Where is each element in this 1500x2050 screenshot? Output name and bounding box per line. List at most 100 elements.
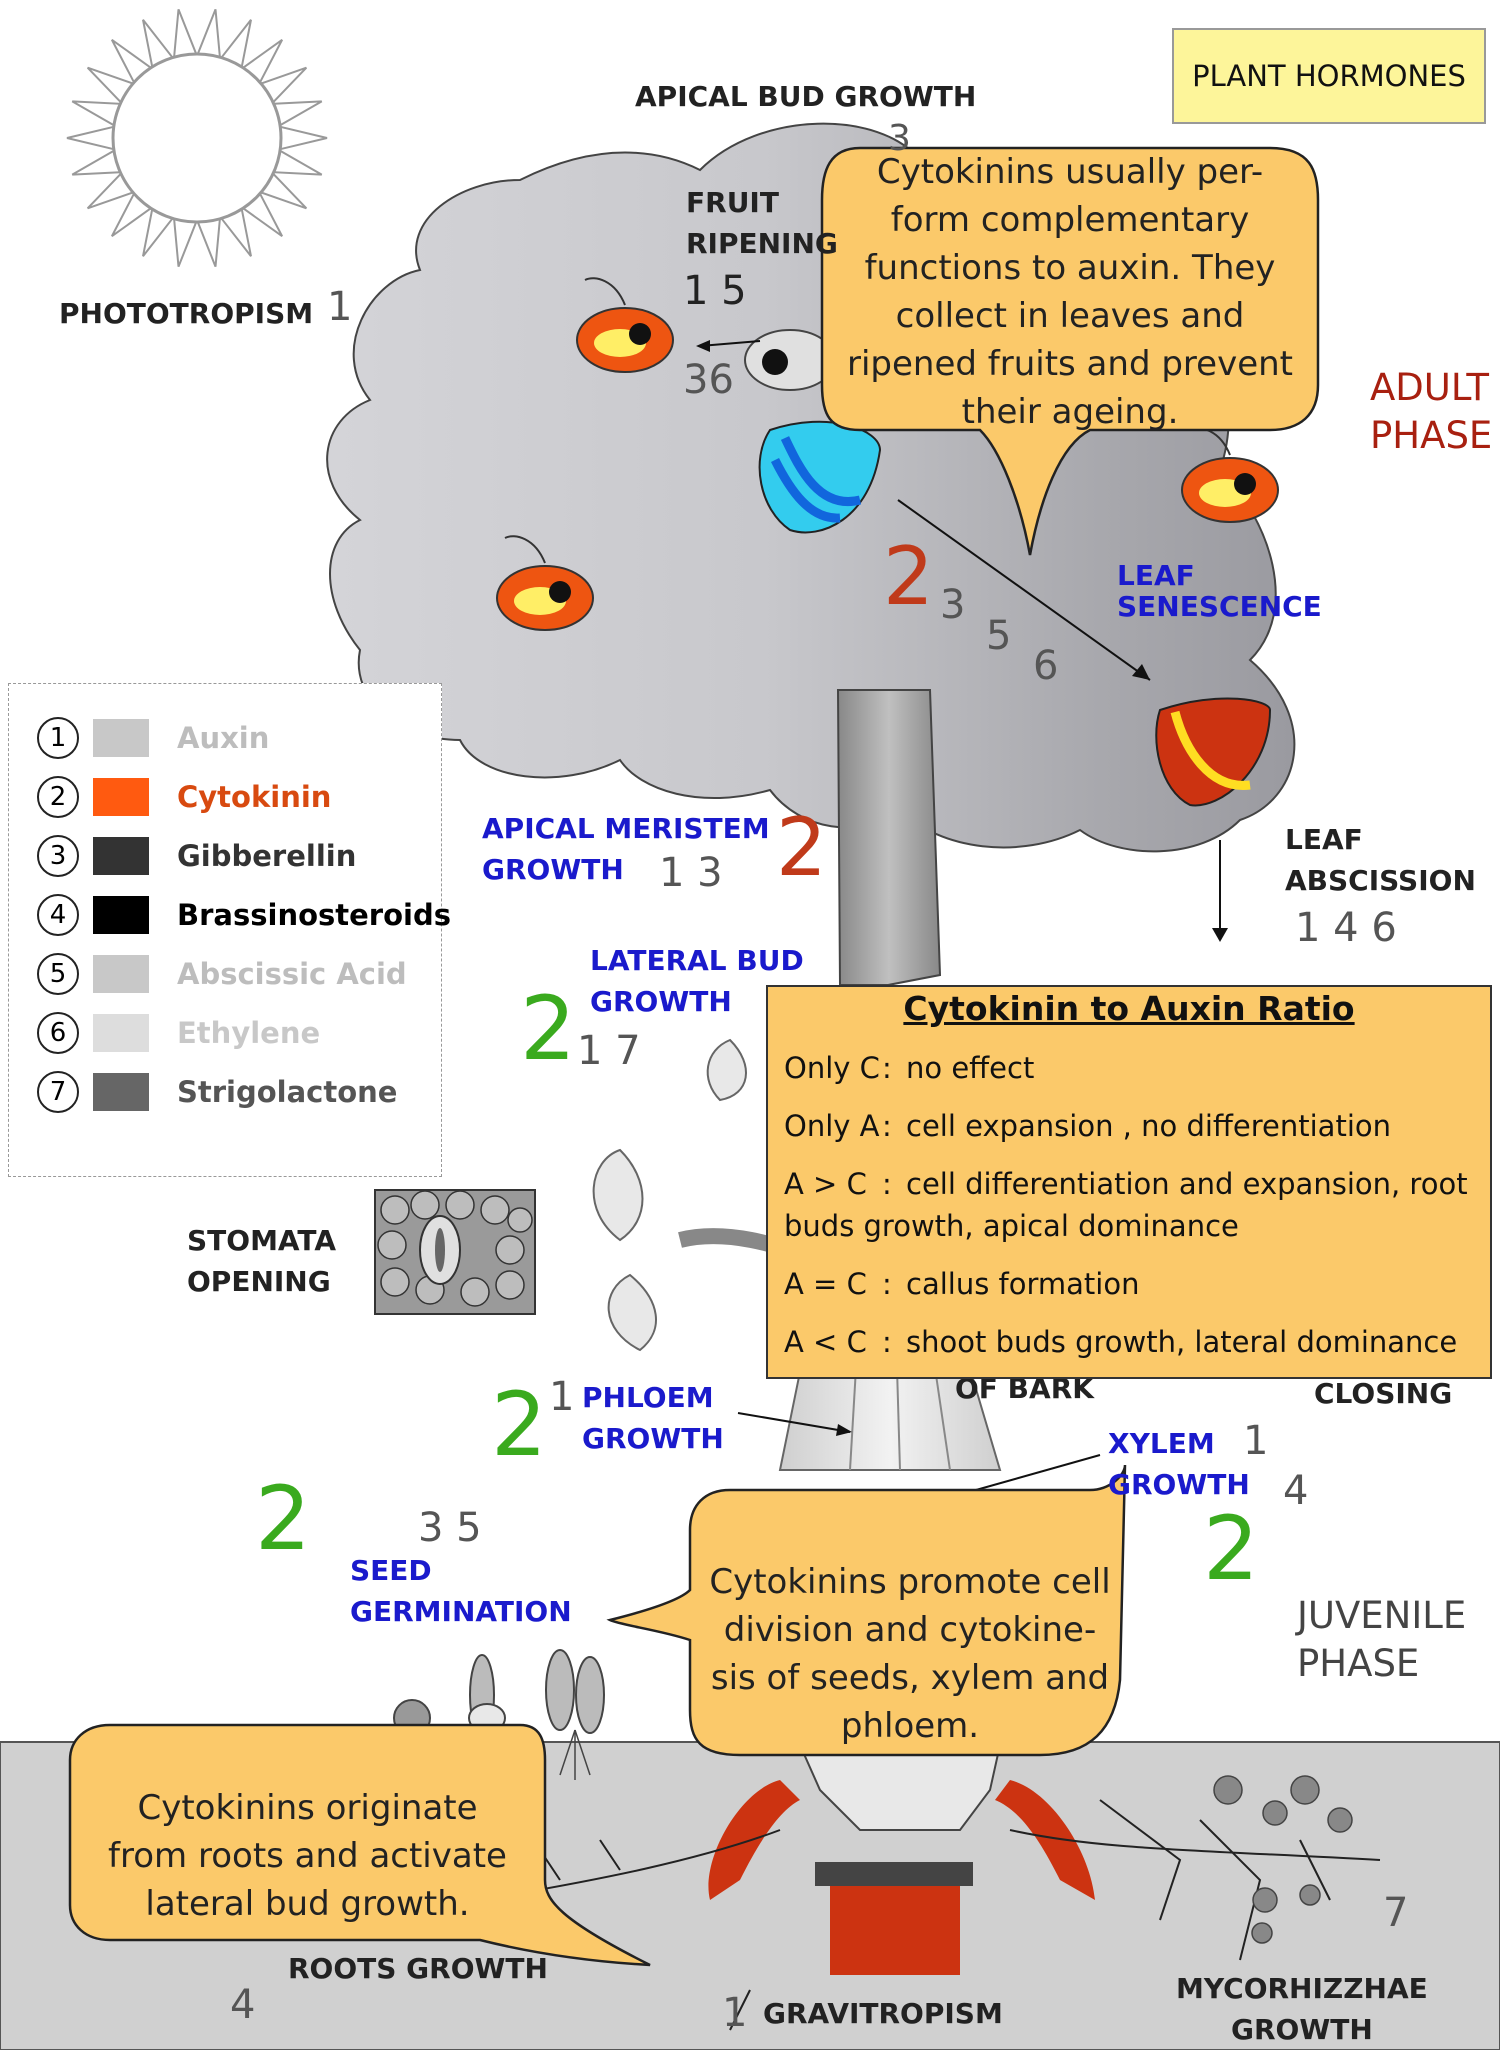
legend-swatch	[93, 719, 149, 757]
legend-number: 6	[37, 1012, 79, 1054]
number-seed-2: 2	[255, 1467, 311, 1570]
legend-label: Ethylene	[177, 1016, 321, 1050]
number-roots-4: 4	[230, 1982, 256, 2028]
legend-label: Strigolactone	[177, 1075, 398, 1109]
legend-swatch	[93, 1014, 149, 1052]
legend-swatch	[93, 1073, 149, 1111]
stomata-opening-label: STOMATA OPENING	[187, 1224, 337, 1298]
number-senescence-5: 5	[986, 613, 1012, 659]
ratio-colon: :	[882, 1051, 892, 1085]
number-apical-bud: 3	[888, 118, 911, 159]
gravitropism-label: GRAVITROPISM	[763, 1997, 1003, 2030]
ratio-colon: :	[882, 1109, 892, 1143]
number-xylem-2: 2	[1203, 1497, 1259, 1600]
ratio-row: Only A:cell expansion , no differentiati…	[784, 1105, 1480, 1147]
sun-ray	[195, 215, 222, 268]
bubble-top-text: Cytokinins usually per- form complementa…	[846, 152, 1293, 432]
legend-label: Gibberellin	[177, 839, 357, 873]
legend-label: Abscissic Acid	[177, 957, 407, 991]
ratio-row: A < C:shoot buds growth, lateral dominan…	[784, 1321, 1480, 1363]
number-phototropism: 1	[327, 284, 353, 330]
leaf-red-icon	[1155, 697, 1272, 807]
ratio-key: A > C	[784, 1167, 867, 1201]
legend-swatch	[93, 955, 149, 993]
number-abscission: 1 4 6	[1295, 905, 1397, 951]
phototropism-label: PHOTOTROPISM	[59, 297, 314, 330]
legend-label: Brassinosteroids	[177, 898, 451, 932]
apical-bud-label: APICAL BUD GROWTH	[635, 80, 977, 113]
seed-germination-label: SEED GERMINATION	[350, 1554, 572, 1628]
legend-number: 1	[37, 717, 79, 759]
legend-label: Cytokinin	[177, 780, 332, 814]
ratio-text: shoot buds growth, lateral dominance	[906, 1325, 1458, 1359]
sun-ray	[172, 8, 199, 61]
legend-label: Auxin	[177, 721, 270, 755]
leaf-abscission-label: LEAF ABSCISSION	[1285, 823, 1476, 897]
legend-swatch	[93, 896, 149, 934]
bubble-middle-shape	[606, 1464, 1127, 1757]
number-lateral-2: 2	[520, 977, 576, 1080]
sun-ray	[195, 8, 222, 61]
number-senescence-6: 6	[1033, 643, 1059, 689]
number-xylem-1: 1	[1243, 1418, 1269, 1464]
legend-number: 2	[37, 776, 79, 818]
legend-swatch	[93, 778, 149, 816]
juvenile-phase-label: JUVENILE PHASE	[1297, 1594, 1467, 1685]
phloem-label: PHLOEM GROWTH	[582, 1381, 724, 1455]
ratio-text: cell expansion , no differentiation	[906, 1109, 1391, 1143]
fruit-icon	[576, 277, 674, 373]
bubble-middle-text: Cytokinins promote cell division and cyt…	[709, 1562, 1111, 1746]
ratio-key: Only C	[784, 1051, 880, 1085]
sun-ray	[66, 125, 117, 151]
sun-ray	[277, 125, 328, 151]
number-seed-small: 3 5	[418, 1505, 482, 1551]
ratio-row: A > C:cell differentiation and expansion…	[784, 1163, 1480, 1247]
closing-label: CLOSING	[1314, 1377, 1453, 1410]
bubble-bottom-text: Cytokinins originate from roots and acti…	[108, 1788, 507, 1924]
unripe-fruit-icon	[744, 329, 836, 391]
ratio-colon: :	[882, 1167, 892, 1201]
sun-ray	[172, 215, 199, 268]
legend-item: 5 Abscissic Acid	[37, 950, 407, 998]
ratio-row: Only C: no effect	[784, 1047, 1480, 1089]
number-phloem-2: 2	[491, 1373, 547, 1476]
number-senescence-2: 2	[883, 530, 934, 623]
stomata-icon	[374, 1189, 536, 1315]
roots-growth-label: ROOTS GROWTH	[288, 1952, 548, 1985]
number-phloem-1: 1	[549, 1374, 575, 1420]
apical-meristem-label: APICAL MERISTEM GROWTH	[482, 812, 770, 886]
page-title: PLANT HORMONES	[1192, 59, 1466, 93]
tree-trunk	[836, 689, 942, 986]
fruit-icon	[496, 535, 594, 631]
bubble-bottom-shape	[68, 1723, 651, 1967]
ratio-text: callus formation	[906, 1267, 1140, 1301]
number-senescence-3: 3	[940, 582, 966, 628]
number-meristem-2: 2	[776, 801, 827, 894]
adult-phase-label: ADULT PHASE	[1370, 366, 1493, 457]
number-lateral-small: 1 7	[577, 1028, 641, 1074]
ratio-colon: :	[882, 1325, 892, 1359]
legend-item: 7 Strigolactone	[37, 1068, 397, 1116]
legend-number: 7	[37, 1071, 79, 1113]
ratio-text: cell differentiation and expansion, root…	[784, 1167, 1468, 1243]
fruit-ripening-label: FRUIT RIPENING	[686, 186, 838, 260]
mycorrhizae-label: MYCORHIZZHAE GROWTH	[1176, 1972, 1428, 2046]
ratio-row: A = C:callus formation	[784, 1263, 1480, 1305]
ratio-colon: :	[882, 1267, 892, 1301]
legend-item: 2 Cytokinin	[37, 773, 331, 821]
legend-number: 5	[37, 953, 79, 995]
xylem-label: XYLEM GROWTH	[1108, 1427, 1250, 1501]
title-box: PLANT HORMONES	[1172, 28, 1486, 124]
ratio-box: Cytokinin to Auxin Ratio Only C: no effec…	[766, 985, 1492, 1379]
ratio-title: Cytokinin to Auxin Ratio	[903, 989, 1355, 1028]
legend-item: 6 Ethylene	[37, 1009, 320, 1057]
lateral-bud-label: LATERAL BUD GROWTH	[590, 944, 804, 1018]
bubble-top-shape	[820, 146, 1320, 556]
ratio-text: no effect	[906, 1051, 1035, 1085]
legend-item: 1 Auxin	[37, 714, 269, 762]
number-fruit-top: 1 5	[683, 268, 747, 314]
leaf-senescence-label: LEAF SENESCENCE	[1117, 559, 1322, 623]
